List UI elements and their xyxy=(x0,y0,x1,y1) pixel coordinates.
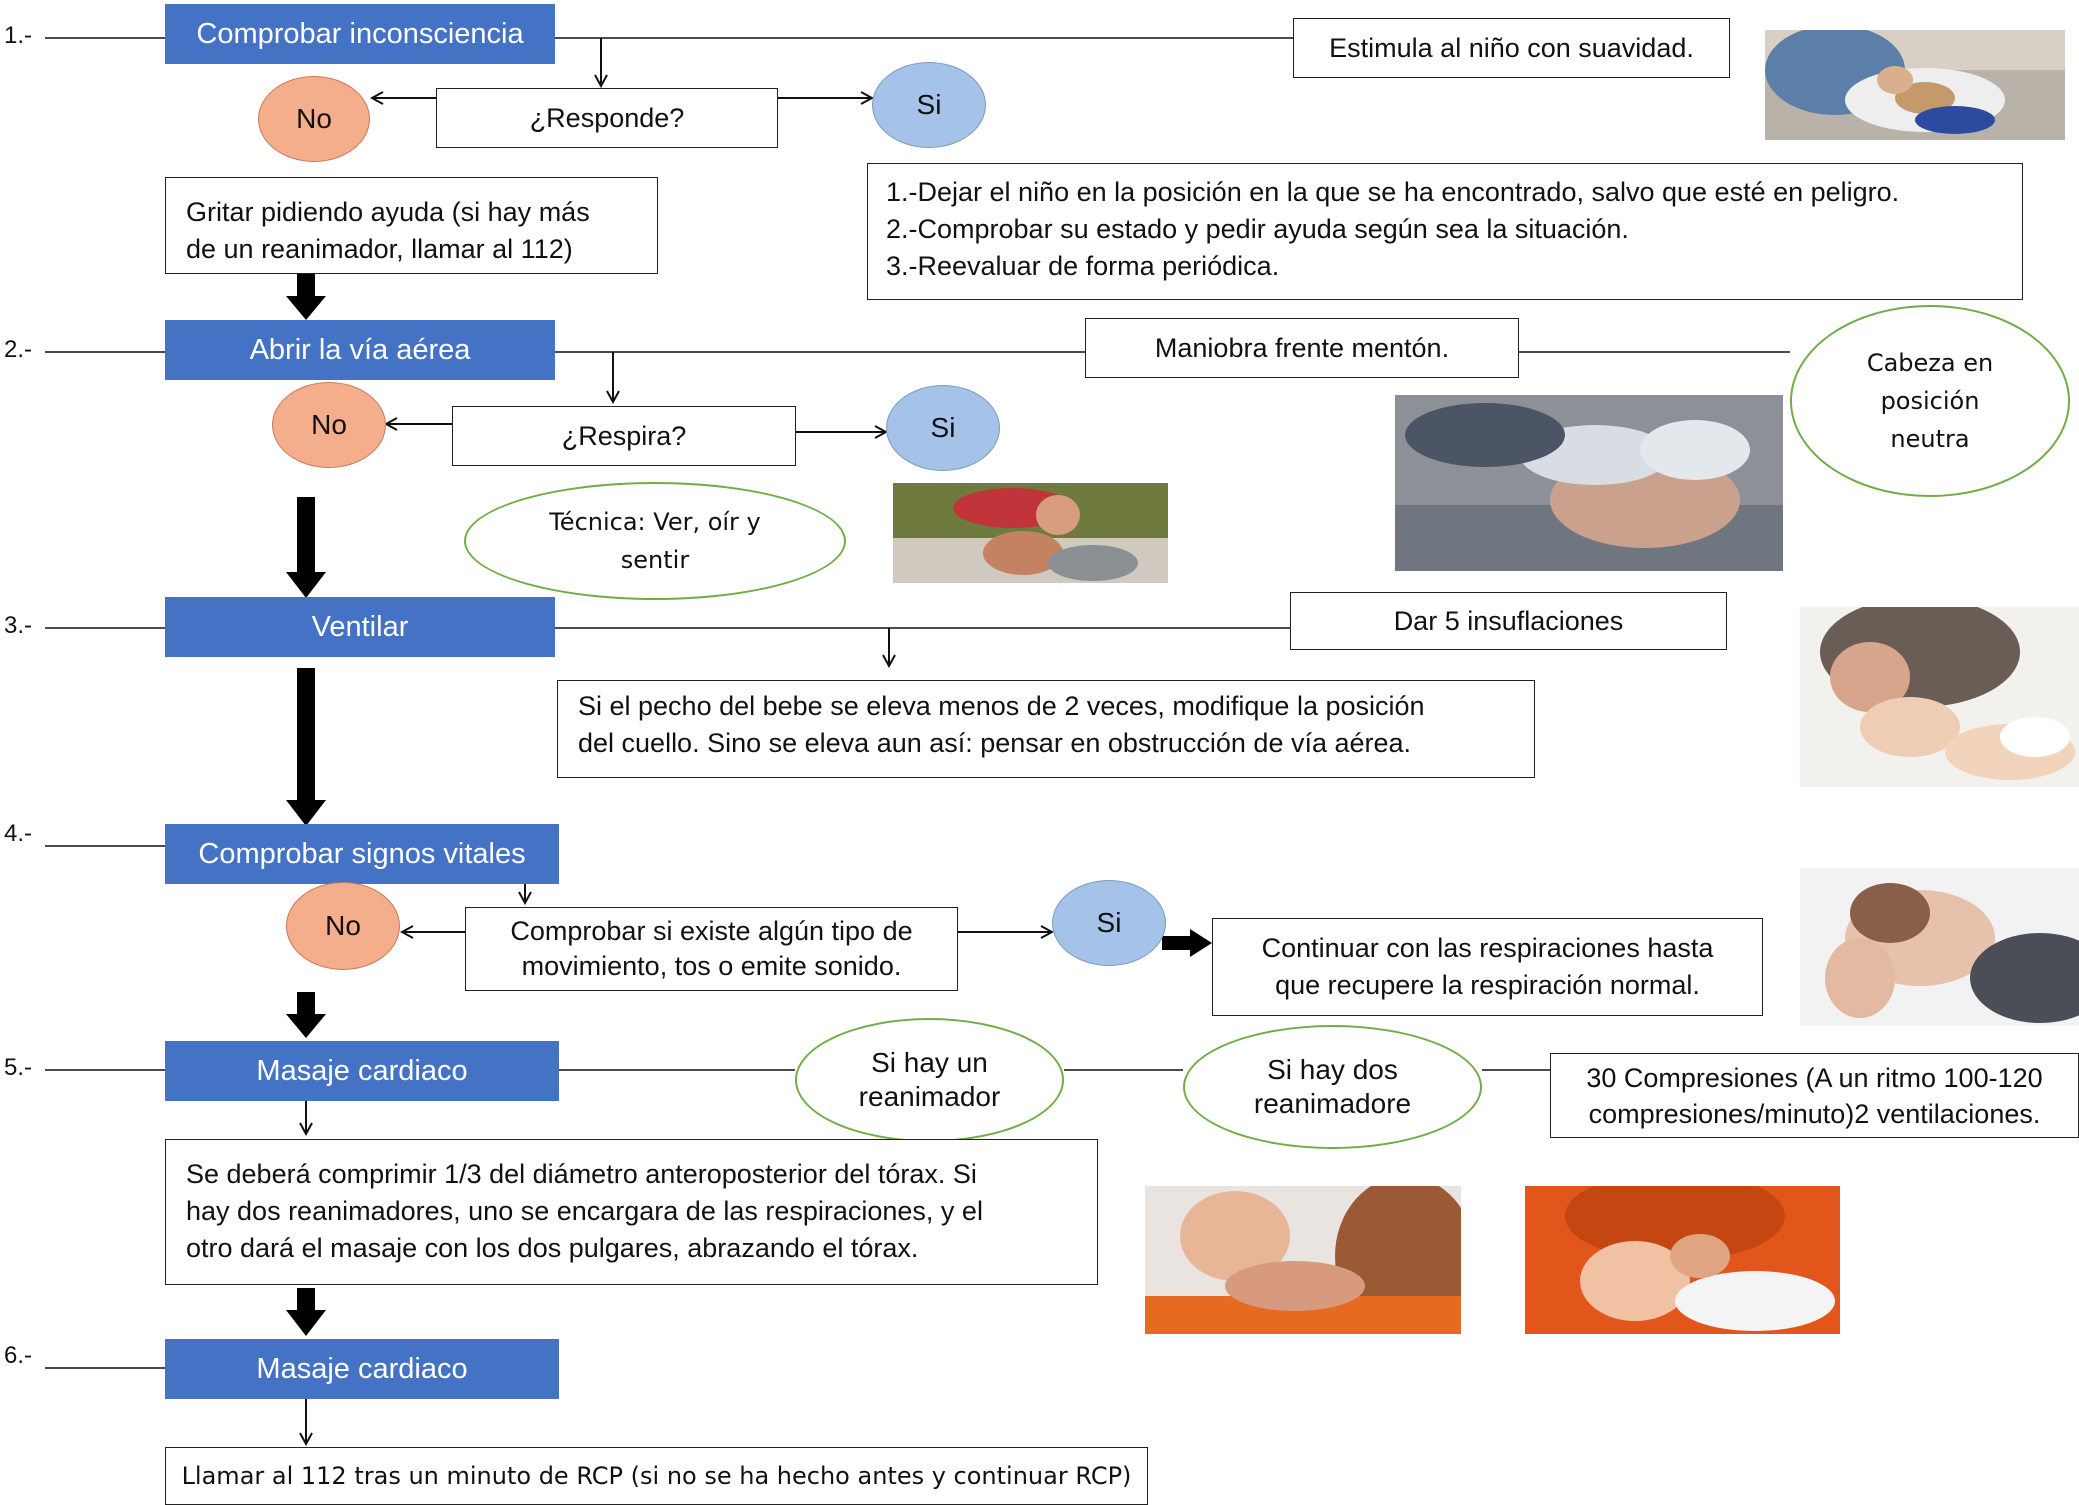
responds-yes-actions-box: 1.-Dejar el niño en la posición en la qu… xyxy=(867,163,2023,300)
signs-no-oval: No xyxy=(286,882,400,970)
neutral-head-note: Cabeza en posición neutra xyxy=(1790,305,2070,497)
signs-yes-oval: Si xyxy=(1052,880,1166,966)
chest-rise-note-box: Si el pecho del bebe se eleva menos de 2… xyxy=(557,680,1535,778)
photo-two-thumbs-compressions xyxy=(1525,1186,1840,1334)
yes-action-2: 2.-Comprobar su estado y pedir ayuda seg… xyxy=(886,214,1629,244)
photo-one-rescuer-compressions xyxy=(1145,1186,1461,1334)
call-112-box: Llamar al 112 tras un minuto de RCP (si … xyxy=(165,1447,1148,1505)
chin-lift-box: Maniobra frente mentón. xyxy=(1085,318,1519,378)
step-1-header: Comprobar inconsciencia xyxy=(165,4,555,64)
photo-check-breathing xyxy=(893,483,1168,583)
breathing-yes-oval: Si xyxy=(886,385,1000,471)
responds-question-box: ¿Responde? xyxy=(436,88,778,148)
step-4-header: Comprobar signos vitales xyxy=(165,824,559,884)
continue-breaths-box: Continuar con las respiraciones hasta qu… xyxy=(1212,918,1763,1016)
yes-action-3: 3.-Reevaluar de forma periódica. xyxy=(886,251,1280,281)
responds-no-oval: No xyxy=(258,76,370,162)
breathing-question-box: ¿Respira? xyxy=(452,406,796,466)
photo-infant-rescue-breath xyxy=(1800,607,2079,787)
step-number-5: 5.- xyxy=(4,1054,33,1081)
photo-head-position xyxy=(1800,868,2079,1026)
look-listen-feel-note: Técnica: Ver, oír y sentir xyxy=(464,482,846,600)
step-5-header: Masaje cardiaco xyxy=(165,1041,559,1101)
stimulus-box: Estimula al niño con suavidad. xyxy=(1293,18,1730,78)
compressions-box: 30 Compresiones (A un ritmo 100-120 comp… xyxy=(1550,1053,2079,1138)
two-rescuers-note: Si hay dos reanimadore xyxy=(1183,1025,1482,1149)
photo-baby-in-crib xyxy=(1765,30,2065,140)
step-number-2: 2.- xyxy=(4,336,33,363)
step-number-3: 3.- xyxy=(4,612,33,639)
movement-check-box: Comprobar si existe algún tipo de movimi… xyxy=(465,907,958,991)
five-insufflations-box: Dar 5 insuflaciones xyxy=(1290,592,1727,650)
step-3-header: Ventilar xyxy=(165,597,555,657)
yes-action-1: 1.-Dejar el niño en la posición en la qu… xyxy=(886,177,1900,207)
step-number-4: 4.- xyxy=(4,820,33,847)
step-6-header: Masaje cardiaco xyxy=(165,1339,559,1399)
step-2-header: Abrir la vía aérea xyxy=(165,320,555,380)
one-rescuer-note: Si hay un reanimador xyxy=(795,1018,1064,1142)
step-number-1: 1.- xyxy=(4,22,33,49)
step-number-6: 6.- xyxy=(4,1342,33,1369)
breathing-no-oval: No xyxy=(272,382,386,468)
compression-technique-box: Se deberá comprimir 1/3 del diámetro ant… xyxy=(165,1139,1098,1285)
photo-head-tilt-chin-lift xyxy=(1395,395,1783,571)
responds-yes-oval: Si xyxy=(872,62,986,148)
call-for-help-box: Gritar pidiendo ayuda (si hay más de un … xyxy=(165,177,658,274)
